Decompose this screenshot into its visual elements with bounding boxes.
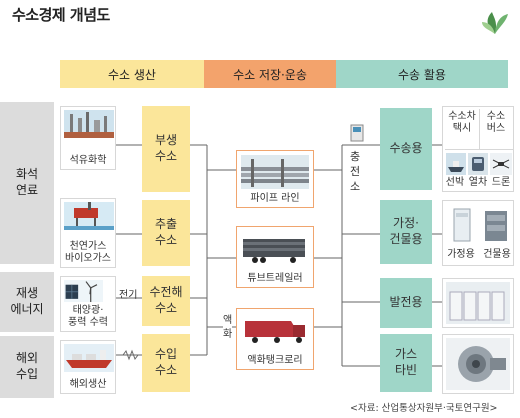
method-extraction: 추출 수소 bbox=[142, 200, 190, 266]
drone-icon bbox=[490, 153, 512, 175]
source-label-overseas: 해외생산 bbox=[69, 379, 107, 390]
category-fossil: 화석 연료 bbox=[0, 102, 54, 264]
category-overseas: 해외 수입 bbox=[0, 336, 54, 398]
transport-pipeline: 파이프 라인 bbox=[236, 150, 314, 208]
transport-label-liquid-tank: 액화탱크로리 bbox=[247, 355, 303, 366]
detail-drone: 드론 bbox=[491, 177, 511, 188]
power-plant-panel bbox=[442, 278, 514, 328]
refinery-icon bbox=[64, 110, 114, 138]
use-home-building: 가정· 건물용 bbox=[380, 200, 432, 264]
method-byproduct: 부생 수소 bbox=[142, 106, 190, 192]
use-transport: 수송용 bbox=[380, 108, 432, 190]
use-gas-turbine: 가스 타빈 bbox=[380, 334, 432, 392]
pipeline-icon bbox=[241, 155, 309, 189]
train-icon bbox=[468, 153, 488, 175]
building-detail-panel: 가정용 건물용 bbox=[442, 200, 514, 266]
detail-train: 열차 bbox=[468, 177, 488, 188]
detail-taxi: 수소차 택시 bbox=[448, 111, 476, 134]
source-card-natural-gas: 천연가스 바이오가스 bbox=[60, 198, 116, 268]
gas-turbine-icon bbox=[446, 338, 510, 390]
header-storage: 수소 저장·운송 bbox=[204, 60, 336, 88]
building-fuel-cell-icon bbox=[485, 211, 507, 241]
ship-icon bbox=[446, 153, 466, 175]
electricity-label: 전기 bbox=[119, 290, 138, 301]
source-label-natural-gas: 천연가스 바이오가스 bbox=[65, 241, 111, 264]
transport-label-tube-trailer: 튜브트레일러 bbox=[247, 273, 303, 284]
header-usage: 수송 활용 bbox=[336, 60, 508, 88]
gas-turbine-panel bbox=[442, 334, 514, 394]
detail-home: 가정용 bbox=[447, 249, 475, 260]
solar-wind-icon bbox=[64, 280, 104, 302]
transport-detail-panel: 수소차 택시 수소 버스 선박 열차 드론 bbox=[442, 106, 514, 192]
source-card-overseas: 해외생산 bbox=[60, 340, 116, 394]
leaf-logo-icon bbox=[478, 4, 512, 38]
transport-tube-trailer: 튜브트레일러 bbox=[236, 226, 314, 288]
power-plant-icon bbox=[446, 282, 510, 324]
method-import: 수입 수소 bbox=[142, 334, 190, 392]
source-card-solar-wind: 태양광· 풍력 수력 bbox=[60, 276, 116, 332]
detail-building: 건물용 bbox=[483, 249, 511, 260]
source-card-petrochem: 석유화학 bbox=[60, 106, 116, 170]
method-electrolysis: 수전해 수소 bbox=[142, 276, 190, 326]
transport-label-pipeline: 파이프 라인 bbox=[250, 193, 300, 204]
liquefaction-label: 액 화 bbox=[223, 314, 233, 342]
home-fuel-cell-icon bbox=[453, 208, 471, 242]
use-power: 발전용 bbox=[380, 278, 432, 328]
source-note: <자료: 산업통상자원부·국토연구원> bbox=[350, 403, 498, 414]
charging-station-label: 충 전 소 bbox=[350, 150, 361, 195]
tank-lorry-icon bbox=[245, 321, 305, 343]
detail-bus: 수소 버스 bbox=[486, 111, 506, 134]
charging-station-icon bbox=[350, 124, 364, 142]
source-label-solar-wind: 태양광· 풍력 수력 bbox=[68, 305, 108, 328]
header-production: 수소 생산 bbox=[60, 60, 204, 88]
detail-divider bbox=[445, 149, 513, 150]
tube-trailer-icon bbox=[243, 239, 305, 263]
category-renewable: 재생 에너지 bbox=[0, 272, 54, 332]
tanker-ship-icon bbox=[64, 344, 114, 372]
source-label-petrochem: 석유화학 bbox=[69, 155, 107, 166]
gas-platform-icon bbox=[64, 202, 114, 230]
page-title: 수소경제 개념도 bbox=[12, 6, 110, 24]
detail-ship: 선박 bbox=[445, 177, 465, 188]
transport-liquid-tank: 액화탱크로리 bbox=[236, 308, 314, 370]
detail-divider bbox=[479, 109, 480, 149]
